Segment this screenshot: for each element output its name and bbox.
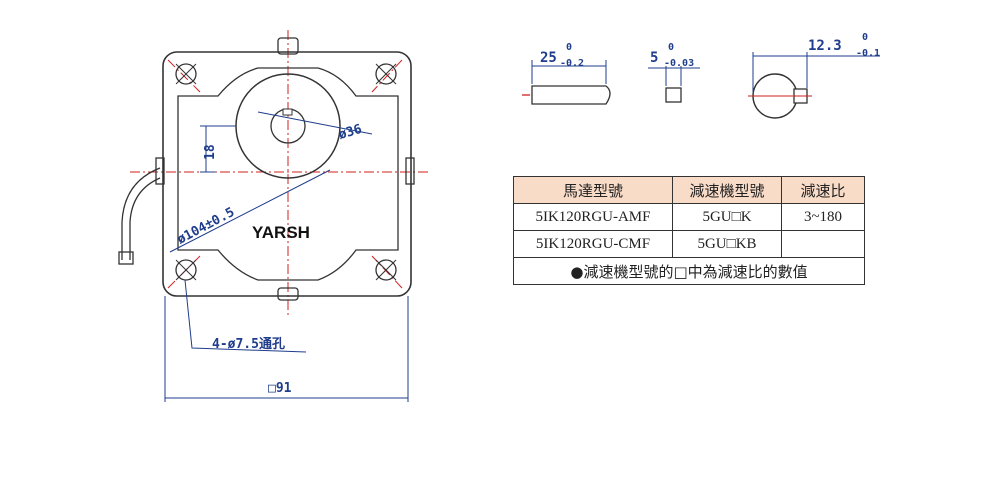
motor-model-cell: 5IK120RGU-CMF	[513, 230, 673, 258]
table-header-row: 馬達型號 減速機型號 減速比	[513, 176, 865, 204]
key-tol-upper: 0	[668, 42, 674, 53]
brand-label: YARSH	[252, 223, 310, 242]
flange-outline	[177, 67, 399, 281]
key-height-dim: 12.3	[808, 38, 842, 54]
key-dim-lines	[648, 66, 700, 86]
key-height-tol-lower: -0.1	[856, 48, 880, 59]
table-note-row: ●減速機型號的□中為減速比的數值	[513, 257, 865, 285]
table-row: 5IK120RGU-CMF 5GU□KB	[513, 230, 865, 258]
model-table: 馬達型號 減速機型號 減速比 5IK120RGU-AMF 5GU□K 3~180…	[513, 176, 865, 285]
frame-size-dim: □91	[268, 381, 292, 396]
bottom-tab	[277, 287, 299, 301]
left-bump	[155, 157, 165, 185]
key-view	[665, 87, 682, 103]
shaft-tol-lower: -0.2	[560, 58, 584, 69]
motor-model-cell: 5IK120RGU-AMF	[513, 203, 673, 231]
header-gearhead-model: 減速機型號	[672, 176, 782, 204]
key-height-tol-upper: 0	[862, 32, 868, 43]
shaft-dim-lines	[531, 60, 607, 84]
shaft-tol-upper: 0	[566, 42, 572, 53]
ratio-cell: 3~180	[781, 203, 865, 231]
dimension-lines	[164, 111, 409, 402]
motor-frame	[162, 51, 412, 297]
shaft-key	[282, 108, 293, 116]
shaft-length-dim: 25	[540, 50, 557, 66]
key-tol-lower: -0.03	[664, 58, 694, 69]
gearhead-model-cell: 5GU□KB	[672, 230, 782, 258]
hole-cross	[175, 63, 397, 281]
table-note: ●減速機型號的□中為減速比的數值	[513, 257, 865, 285]
key-width-dim: 5	[650, 50, 658, 66]
ratio-cell	[781, 230, 865, 258]
header-ratio: 減速比	[781, 176, 865, 204]
header-motor-model: 馬達型號	[513, 176, 673, 204]
mounting-holes	[175, 63, 397, 281]
lead-wire	[118, 167, 161, 265]
key-height-dim-lines	[752, 52, 880, 92]
pcd-dim: ø104±0.5	[175, 205, 237, 248]
shaft-view	[522, 85, 611, 105]
table-row: 5IK120RGU-AMF 5GU□K 3~180	[513, 203, 865, 231]
mount-hole-dim: 4-ø7.5通孔	[212, 336, 285, 352]
boss-dia-dim: ø36	[337, 122, 364, 143]
top-tab	[277, 37, 299, 55]
offset-dim: 18	[203, 144, 218, 160]
right-bump	[405, 157, 415, 185]
gearhead-model-cell: 5GU□K	[672, 203, 782, 231]
